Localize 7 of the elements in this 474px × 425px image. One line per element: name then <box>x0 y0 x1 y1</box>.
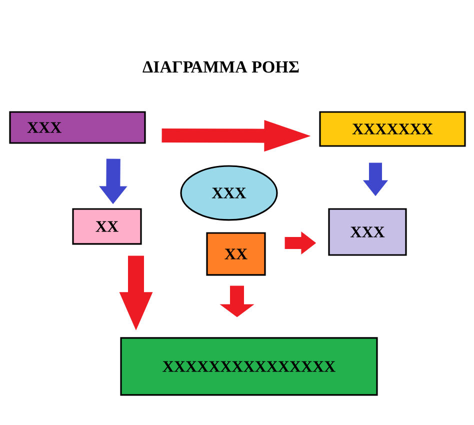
title: ΔΙΑΓΡΑΜΜΑ ΡΟΗΣ <box>142 61 299 73</box>
process-box: XXXXXXXXXXXXXXX <box>120 337 378 396</box>
process-box: XXX <box>328 208 407 256</box>
process-box: XXX <box>9 111 146 144</box>
process-box: XXXXXXX <box>319 111 466 147</box>
process-box: XX <box>72 208 142 245</box>
process-box: XX <box>206 232 266 276</box>
